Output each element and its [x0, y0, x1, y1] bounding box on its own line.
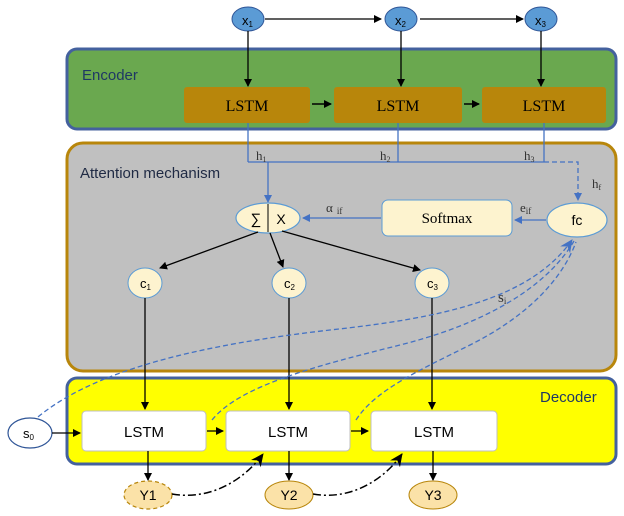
svg-text:Y1: Y1 [139, 487, 156, 503]
decoder-lstm-3: LSTM [370, 410, 498, 452]
h2-label: h2 [380, 148, 391, 164]
hf-dashed-arrow [544, 161, 582, 201]
output-y2: Y2 [264, 480, 314, 510]
sum-multiply-node: ∑ X [235, 202, 301, 234]
svg-text:x3: x3 [535, 13, 547, 29]
e-label: eif [520, 200, 531, 216]
svg-text:c1: c1 [140, 276, 152, 292]
svg-text:x1: x1 [242, 13, 254, 29]
svg-text:c3: c3 [427, 276, 439, 292]
context-c3: c3 [414, 267, 450, 299]
svg-text:LSTM: LSTM [124, 424, 164, 441]
sum-to-c1-arrow [159, 231, 259, 270]
sum-to-c2-arrow [269, 232, 285, 268]
input-node-x2: x2 [384, 6, 418, 32]
output-y1: Y1 [123, 480, 173, 510]
svg-text:fc: fc [572, 212, 583, 228]
svg-text:LSTM: LSTM [523, 98, 566, 115]
y1-feedback-arrow [171, 453, 264, 496]
softmax-box: Softmax [381, 199, 513, 237]
svg-text:X: X [276, 211, 286, 227]
encoder-lstm-2: LSTM [334, 87, 462, 123]
si-label: si [498, 290, 507, 306]
h1-label: h1 [256, 148, 267, 164]
hf-label: hf [592, 176, 602, 192]
h3-label: h3 [524, 148, 535, 164]
svg-text:x2: x2 [395, 13, 407, 29]
svg-text:Y3: Y3 [424, 487, 441, 503]
s0-to-fc-dashed [31, 239, 573, 423]
svg-text:LSTM: LSTM [226, 98, 269, 115]
context-c2: c2 [271, 267, 307, 299]
fc-node: fc [546, 202, 608, 238]
encoder-lstm-1: LSTM [184, 87, 310, 123]
context-c1: c1 [127, 267, 163, 299]
decoder-lstm-2: LSTM [225, 410, 351, 452]
encoder-title: Encoder [82, 67, 138, 84]
svg-text:Y2: Y2 [280, 487, 297, 503]
decoder-title: Decoder [540, 389, 597, 406]
input-node-x3: x3 [524, 6, 558, 32]
svg-text:s0: s0 [23, 426, 35, 442]
y2-feedback-arrow [312, 453, 403, 496]
initial-state-s0: s0 [7, 417, 53, 449]
svg-text:LSTM: LSTM [268, 424, 308, 441]
decoder1-to-fc-dashed [211, 240, 575, 421]
svg-text:LSTM: LSTM [377, 98, 420, 115]
svg-text:Softmax: Softmax [422, 211, 473, 227]
svg-text:c2: c2 [284, 276, 296, 292]
input-node-x1: x1 [231, 6, 265, 32]
decoder2-to-fc-dashed [355, 241, 577, 421]
attention-title: Attention mechanism [80, 165, 220, 182]
encoder-lstm-3: LSTM [482, 87, 606, 123]
output-y3: Y3 [408, 480, 458, 510]
svg-text:∑: ∑ [251, 211, 262, 228]
sum-to-c3-arrow [281, 230, 421, 272]
svg-text:LSTM: LSTM [414, 424, 454, 441]
decoder-lstm-1: LSTM [81, 410, 207, 452]
